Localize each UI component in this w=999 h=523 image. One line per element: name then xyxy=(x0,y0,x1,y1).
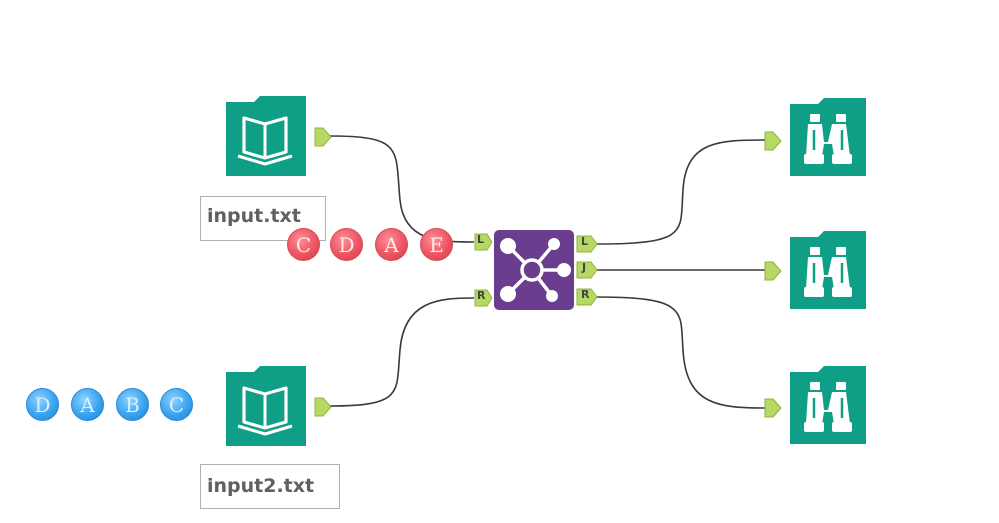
join-input-anchor-L-label: L xyxy=(477,233,485,246)
input-2-output-anchor[interactable] xyxy=(314,396,332,418)
join-input-anchor-R-label: R xyxy=(477,289,486,302)
join-output-anchor-L-label: L xyxy=(581,235,589,248)
record-token-blue: A xyxy=(71,388,104,421)
output-2-input-anchor[interactable] xyxy=(764,260,782,282)
join-input-anchor-R[interactable]: R xyxy=(474,289,493,307)
join-output-anchor-J[interactable]: J xyxy=(576,261,598,279)
wire-join-L-to-output1 xyxy=(596,139,767,245)
join-output-anchor-R[interactable]: R xyxy=(576,288,598,306)
binoculars-icon xyxy=(790,231,866,309)
browse-tool-2[interactable] xyxy=(788,231,868,311)
output-1-input-anchor[interactable] xyxy=(764,130,782,152)
wire-input2-to-join-R xyxy=(329,297,475,407)
wire-join-R-to-output3 xyxy=(596,296,767,409)
join-tool[interactable] xyxy=(494,230,574,310)
join-input-anchor-L[interactable]: L xyxy=(474,233,493,251)
input-1-output-anchor[interactable] xyxy=(314,126,332,148)
record-token-blue: D xyxy=(26,388,59,421)
join-output-anchor-R-label: R xyxy=(581,288,590,301)
input-2-filename-label: input2.txt xyxy=(200,464,340,509)
record-token-blue: C xyxy=(160,388,193,421)
book-icon xyxy=(226,96,306,176)
binoculars-icon xyxy=(790,98,866,176)
record-token-red: C xyxy=(287,228,320,261)
join-output-anchor-L[interactable]: L xyxy=(576,235,598,253)
record-token-red: A xyxy=(375,228,408,261)
input-tool-1[interactable] xyxy=(224,96,308,178)
input-tool-2[interactable] xyxy=(224,366,308,448)
binoculars-icon xyxy=(790,366,866,444)
browse-tool-1[interactable] xyxy=(788,98,868,178)
browse-tool-3[interactable] xyxy=(788,366,868,446)
record-token-blue: B xyxy=(116,388,149,421)
join-output-anchor-J-label: J xyxy=(582,261,587,274)
output-3-input-anchor[interactable] xyxy=(764,397,782,419)
record-token-red: E xyxy=(420,228,453,261)
record-token-red: D xyxy=(330,228,363,261)
join-hub-icon xyxy=(494,230,574,310)
wire-input1-to-join-L xyxy=(329,135,475,243)
book-icon xyxy=(226,366,306,446)
